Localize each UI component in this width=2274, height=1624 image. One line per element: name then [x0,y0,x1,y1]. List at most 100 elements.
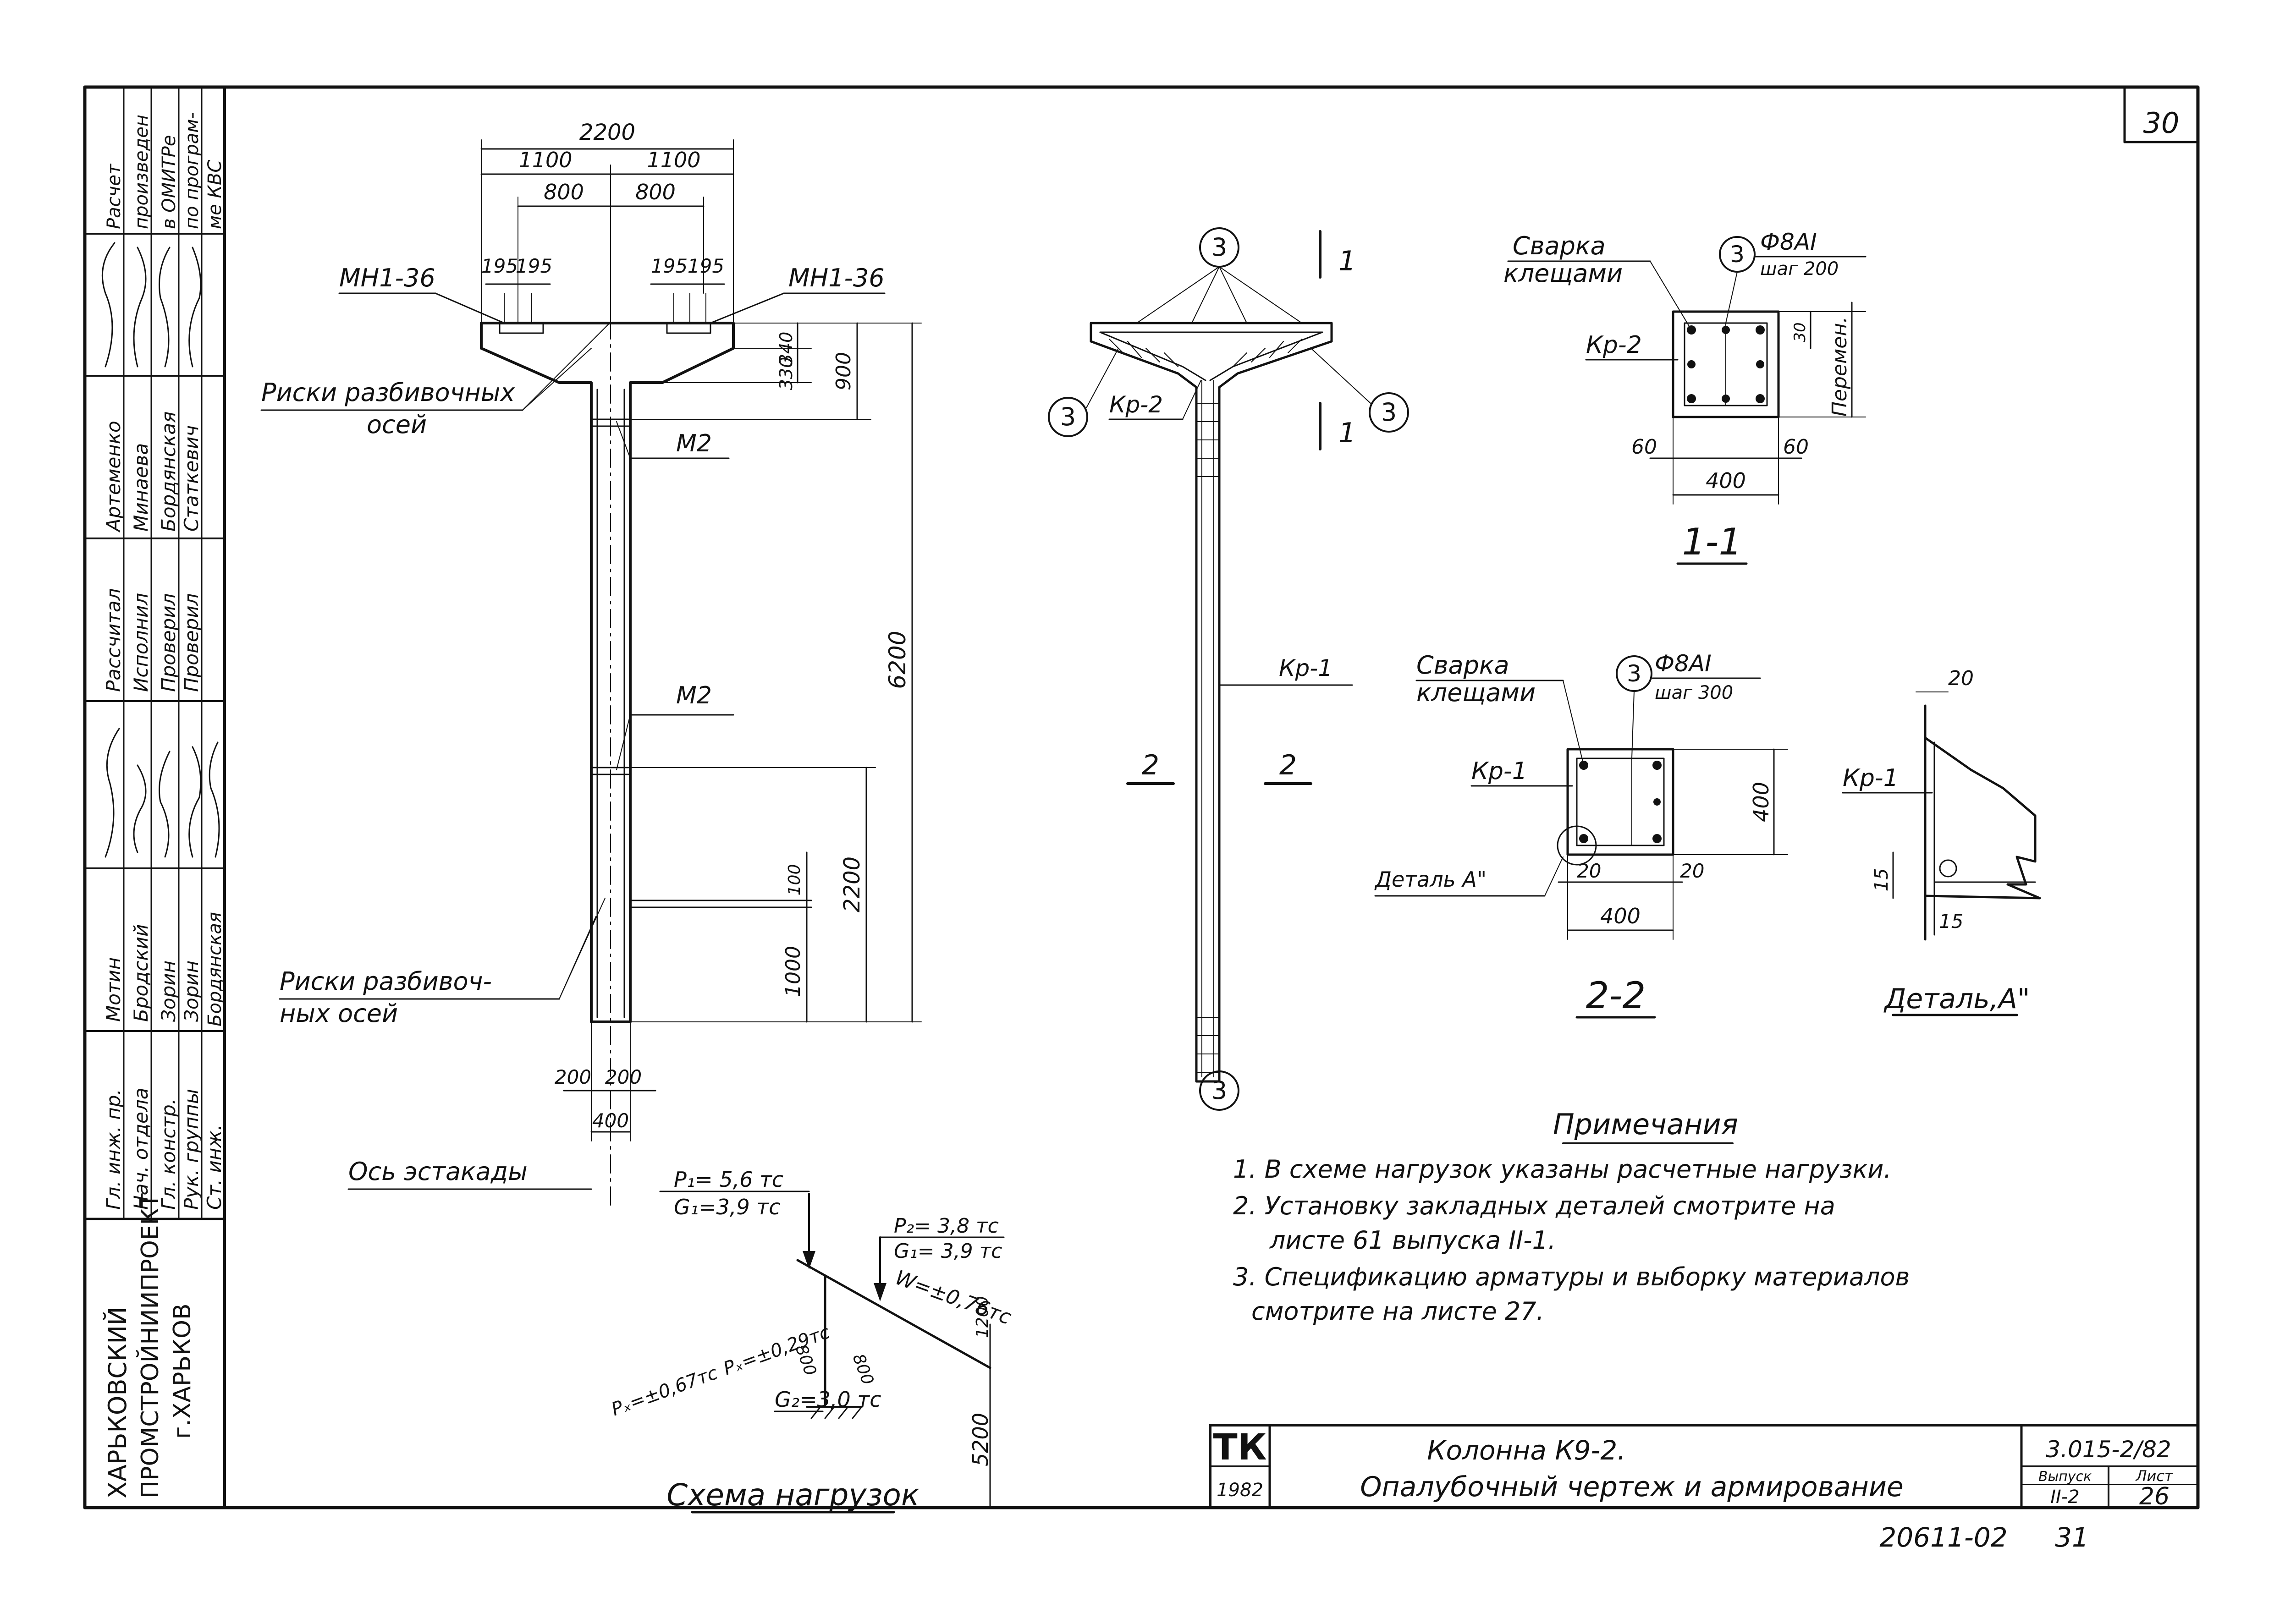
dim-2200-right: 2200 [839,856,865,912]
tk-logo: ТК [1213,1427,1267,1468]
load-w: W=±0,76тс [892,1266,1014,1329]
dim-800-load-b: 800 [849,1351,877,1388]
section-1-1: Сварка клещами 3 Ф8АI шаг 200 Кр-2 30 Пе… [1503,229,1867,565]
pos-mark-top: 3 [1211,233,1227,262]
section-title-2-2: 2-2 [1586,974,1646,1017]
stamp-role-1: Рассчитал [102,588,125,692]
sheet-number: 30 [2143,106,2180,140]
load-g1-left: G₁=3,9 тс [674,1195,781,1219]
dim-60-right: 60 [1783,435,1809,459]
weld-2-2-line2: клещами [1416,678,1536,707]
title-year: 1982 [1217,1480,1263,1501]
bar-2-2-line2: шаг 300 [1655,682,1733,703]
dim-1200-load: 1200 [973,1296,992,1338]
notes: Примечания 1. В схеме нагрузок указаны р… [1233,1108,1910,1326]
dim-400-bottom: 400 [592,1109,629,1132]
dim-20-right: 20 [1680,860,1704,882]
load-g2: G₂=3,0 тс [775,1387,881,1412]
label-kr2-rebar: Кр-2 [1109,391,1163,418]
stamp-name-2: Бродский [130,924,152,1022]
dim-195-1: 195 [481,255,518,277]
label-riski-top-2: осей [367,410,427,439]
note-line-2: 2. Установку закладных деталей смотрите … [1233,1191,1835,1220]
sheet-frame: 30 [83,85,2200,1509]
section-title-1-1: 1-1 [1682,521,1742,563]
dim-60-left: 60 [1631,435,1657,459]
pos-mark-bottom: 3 [1211,1076,1227,1105]
stamp-role-4: Проверил [180,593,203,692]
dim-20-detail: 20 [1948,667,1974,690]
issue-label: Выпуск [2038,1469,2092,1485]
dim-15-horizontal: 15 [1939,910,1963,933]
bottom-page: 31 [2055,1522,2089,1553]
title-block: ТК 1982 Колонна К9-2. Опалубочный чертеж… [1209,1424,2199,1510]
dim-variable: Перемен. [1828,317,1851,417]
load-scheme-title: Схема нагрузок [666,1477,920,1513]
sheet-value: 26 [2139,1483,2169,1510]
pos-mark-right: 3 [1381,398,1397,427]
dim-800-right: 800 [635,180,676,204]
label-mi-left: МН1-36 [339,263,435,292]
doc-code: 3.015-2/82 [2046,1436,2171,1463]
stamp-name-4: Зорин [180,960,203,1022]
issue-value: II-2 [2050,1487,2079,1508]
load-g1-right: G₁= 3,9 тс [894,1240,1002,1263]
stamp-role-name-4: Статкевич [180,425,203,532]
rebar-view: 3 3 3 3 Кр-2 Кр-1 1 1 2 2 [1048,227,1409,1111]
dim-400-vertical: 400 [1749,782,1773,822]
dim-900: 900 [832,352,855,390]
label-riski-top-1: Риски разбивочных [261,378,515,407]
stamp-position-1: Гл. инж. пр. [102,1089,125,1210]
stamp-position-4: Рук. группы [180,1089,203,1210]
dim-330: 330 [776,357,796,390]
dim-1100-left: 1100 [518,148,572,172]
load-scheme: P₁= 5,6 тс G₁=3,9 тс P₂= 3,8 тс G₁= 3,9 … [609,1167,1014,1514]
note-line-4: 3. Спецификацию арматуры и выборку матер… [1233,1262,1910,1291]
section-2-2: Сварка клещами 3 Ф8АI шаг 300 Кр-1 400 Д… [1374,650,1788,1019]
weld-1-1-line1: Сварка [1513,231,1606,260]
stamp-role-name-1: Артеменко [102,421,125,533]
dim-6200: 6200 [884,631,911,689]
stamp-position-5: Ст. инж. [203,1125,226,1210]
signatures-upper [101,242,202,368]
detail-a: 20 Кр-1 15 15 Деталь,А" [1842,667,2041,1016]
dim-400-2-2: 400 [1600,904,1641,928]
signatures-lower [105,728,220,858]
label-kr1-rebar: Кр-1 [1279,655,1332,681]
stamp-role-3: Проверил [157,593,180,692]
column-elevation: 2200 1100 1100 800 800 195 195 195 195 3… [260,120,922,1210]
note-line-5: смотрите на листе 27. [1251,1297,1544,1326]
dim-100: 100 [785,864,804,896]
stamp-role-name-3: Бордянская [157,411,180,532]
notes-title: Примечания [1553,1108,1738,1141]
dim-1000: 1000 [782,946,805,997]
stamp-role-2: Исполнил [130,593,152,692]
calc-note-3: в ОМИТРе [159,135,180,229]
weld-2-2-line1: Сварка [1416,651,1509,680]
calc-note-5: ме КВС [204,160,226,229]
org-line1: ХАРЬКОВСКИЙ [103,1307,132,1498]
label-riski-bot-1: Риски разбивоч- [280,967,492,996]
bottom-ref: 20611-02 [1879,1522,2007,1553]
dim-400-1-1: 400 [1706,468,1746,493]
note-line-3: листе 61 выпуска II-1. [1269,1226,1556,1255]
dim-2200-top: 2200 [579,120,635,145]
dim-5200-load: 5200 [968,1413,993,1466]
section-mark-1-bot: 1 [1338,417,1356,449]
calc-note-2: произведен [131,115,152,229]
dim-340: 340 [776,332,796,365]
dim-1100-right: 1100 [647,148,700,172]
stamp-position-2: Нач. отдела [130,1088,152,1210]
section-mark-1-top: 1 [1338,245,1356,277]
org-line2: ПРОМСТРОЙНИИПРОЕКТ [136,1193,164,1498]
dim-200-right: 200 [605,1066,642,1088]
load-p1: P₁= 5,6 тс [674,1167,783,1192]
label-m2-top: М2 [676,430,712,457]
section-mark-2-left: 2 [1142,749,1159,781]
stamp-position-3: Гл. констр. [157,1098,180,1210]
stamp-name-1: Мотин [102,957,125,1022]
load-p2: P₂= 3,8 тс [894,1214,999,1238]
dim-30: 30 [1791,322,1809,342]
bar-1-1-line2: шаг 200 [1760,258,1839,280]
